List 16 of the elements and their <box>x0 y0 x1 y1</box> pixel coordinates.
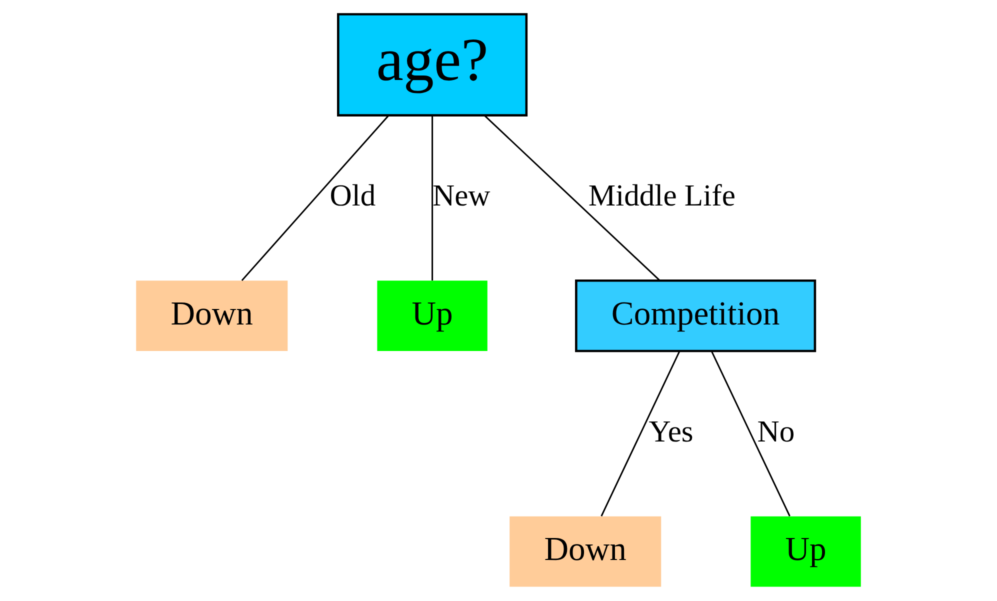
edge-label: Yes <box>648 414 694 448</box>
connector <box>241 114 390 281</box>
edge-label: No <box>757 414 795 448</box>
connector <box>600 350 680 516</box>
connector <box>484 114 660 282</box>
edge-label: Middle Life <box>588 178 736 213</box>
edge-label: Old <box>330 178 376 213</box>
node-box: Down <box>510 516 662 587</box>
node-box: Up <box>750 516 861 587</box>
node-box: age? <box>337 13 528 116</box>
node-box: Competition <box>575 279 816 352</box>
node-box: Down <box>136 280 288 351</box>
edge-label: New <box>432 178 490 213</box>
node-box: Up <box>377 280 488 351</box>
connector <box>710 350 790 516</box>
connector <box>432 115 434 280</box>
